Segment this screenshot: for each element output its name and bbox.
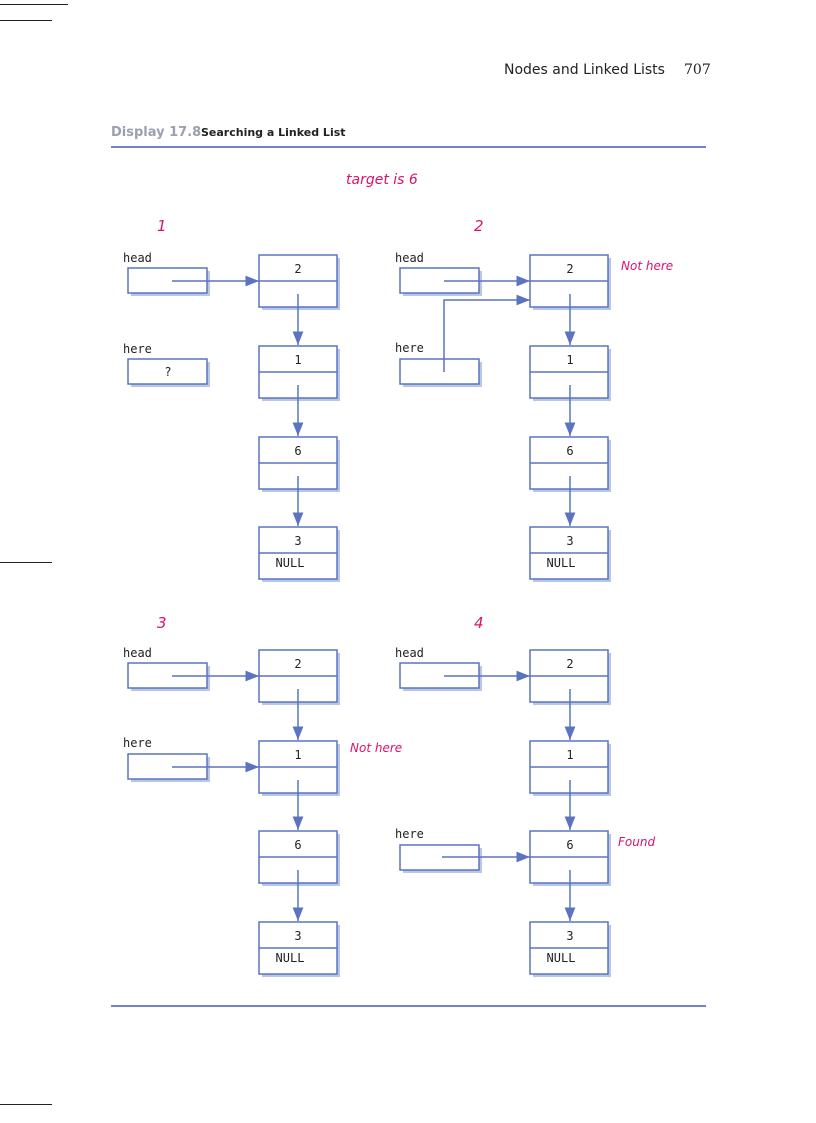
node-value: 3 (566, 534, 573, 548)
panel-number-3: 3 (157, 614, 167, 632)
head-label: head (395, 646, 424, 660)
node-value: 1 (294, 748, 301, 762)
node-value: 6 (294, 444, 301, 458)
top-rule (111, 146, 706, 148)
panel-number-1: 1 (157, 217, 167, 235)
crop-mark (0, 562, 52, 563)
here-label: here (123, 342, 152, 356)
panel-2: head here Not here 2 1 6 3 NULL (395, 251, 673, 582)
null-label: NULL (276, 951, 305, 965)
panel-3: head here Not here 2 1 6 3 NULL (123, 646, 402, 977)
node-value: 6 (566, 838, 573, 852)
panel-number-2: 2 (474, 217, 484, 235)
head-label: head (123, 646, 152, 660)
bottom-rule (111, 1005, 706, 1007)
node-value: 2 (566, 657, 573, 671)
display-title: Searching a Linked List (201, 126, 346, 139)
display-label: Display 17.8 (111, 125, 202, 140)
head-label: head (395, 251, 424, 265)
node-value: 2 (294, 657, 301, 671)
crop-mark (0, 4, 68, 5)
node-value: 6 (566, 444, 573, 458)
node-value: 1 (294, 353, 301, 367)
node-value: 6 (294, 838, 301, 852)
here-pointer-box (127, 358, 208, 385)
here-unknown-value: ? (164, 365, 171, 379)
head-label: head (123, 251, 152, 265)
here-pointer-box (399, 358, 480, 385)
node-value: 1 (566, 353, 573, 367)
panel-4: head here Found 2 1 6 3 NULL (395, 646, 655, 977)
node-value: 2 (294, 262, 301, 276)
here-arrow (443, 294, 530, 372)
not-here-annotation: Not here (621, 259, 673, 273)
node-value: 2 (566, 262, 573, 276)
not-here-annotation: Not here (350, 741, 402, 755)
panel-1: head here ? 2 1 6 3 NULL (123, 251, 340, 582)
node-value: 3 (294, 929, 301, 943)
crop-mark (0, 1104, 52, 1105)
target-caption: target is 6 (346, 172, 418, 188)
page-number: 707 (684, 62, 711, 78)
node-value: 3 (294, 534, 301, 548)
null-label: NULL (276, 556, 305, 570)
found-annotation: Found (618, 835, 655, 849)
node-value: 1 (566, 748, 573, 762)
running-header-title: Nodes and Linked Lists (504, 62, 665, 78)
null-label: NULL (547, 951, 576, 965)
here-label: here (395, 827, 424, 841)
here-label: here (395, 341, 424, 355)
node-value: 3 (566, 929, 573, 943)
here-label: here (123, 736, 152, 750)
crop-mark (0, 20, 52, 21)
null-label: NULL (547, 556, 576, 570)
panel-number-4: 4 (474, 614, 484, 632)
